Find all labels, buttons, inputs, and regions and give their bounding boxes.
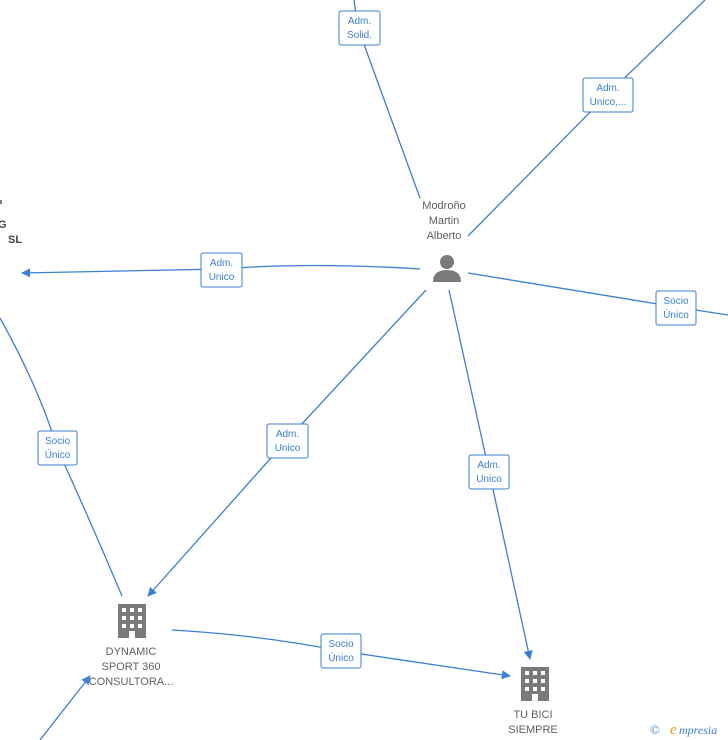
node-label: Martin bbox=[429, 215, 460, 227]
building-icon bbox=[521, 667, 549, 701]
node-label: Modroño bbox=[422, 200, 465, 212]
edge-label-adm-unico-tubici[interactable]: Adm. Unico bbox=[468, 454, 510, 490]
edge-label-adm-unico-center[interactable]: Adm. Unico bbox=[266, 423, 309, 459]
svg-text:Adm.: Adm. bbox=[477, 460, 500, 471]
edge-label-socio-unico-right[interactable]: Socio Único bbox=[655, 290, 697, 326]
svg-text:Unico: Unico bbox=[476, 474, 502, 485]
building-icon bbox=[118, 604, 146, 638]
edge-label-socio-unico-bottom[interactable]: Socio Único bbox=[320, 633, 362, 669]
node-dynamic-sport[interactable]: DYNAMIC SPORT 360 CONSULTORA... bbox=[89, 604, 174, 688]
edge-label-adm-unico-top[interactable]: Adm. Unico,... bbox=[582, 77, 634, 113]
node-person-modrono[interactable]: Modroño Martin Alberto bbox=[422, 200, 466, 282]
node-label: Alberto bbox=[427, 230, 462, 242]
node-label: SIEMPRE bbox=[508, 724, 558, 736]
edge-adm-unico-top bbox=[467, 0, 706, 237]
node-label: SL bbox=[8, 234, 22, 246]
svg-text:Único: Único bbox=[663, 308, 689, 321]
svg-text:Socio: Socio bbox=[663, 296, 688, 307]
svg-text:Solid.: Solid. bbox=[347, 30, 372, 41]
node-label: DYNAMIC bbox=[106, 646, 157, 658]
svg-text:Adm.: Adm. bbox=[348, 16, 371, 27]
person-icon bbox=[433, 255, 461, 282]
svg-text:Único: Único bbox=[45, 448, 71, 461]
empresia-watermark: © e mpresia bbox=[650, 722, 717, 738]
edge-label-adm-unico-left[interactable]: Adm. Unico bbox=[200, 252, 243, 288]
edge-label-socio-unico-left[interactable]: Socio Único bbox=[37, 430, 78, 466]
node-label: TU BICI bbox=[513, 709, 552, 721]
node-label: CONSULTORA... bbox=[89, 676, 174, 688]
brand-name: mpresia bbox=[679, 723, 717, 737]
svg-text:Adm.: Adm. bbox=[210, 258, 233, 269]
svg-text:Socio: Socio bbox=[45, 436, 70, 447]
svg-text:Unico,...: Unico,... bbox=[590, 97, 627, 108]
node-company-left[interactable]: G SL bbox=[0, 200, 22, 246]
svg-text:Único: Único bbox=[328, 651, 354, 664]
copyright-symbol: © bbox=[650, 722, 660, 737]
svg-text:Adm.: Adm. bbox=[276, 429, 299, 440]
brand-initial: e bbox=[670, 722, 677, 738]
svg-text:Unico: Unico bbox=[209, 272, 235, 283]
node-label: SPORT 360 bbox=[102, 661, 161, 673]
svg-text:Adm.: Adm. bbox=[596, 83, 619, 94]
node-label: G bbox=[0, 219, 7, 231]
node-tu-bici-siempre[interactable]: TU BICI SIEMPRE bbox=[508, 667, 558, 736]
svg-text:Socio: Socio bbox=[328, 639, 353, 650]
edge-from-bottom-left bbox=[39, 675, 91, 740]
svg-text:Unico: Unico bbox=[275, 443, 301, 454]
edge-label-adm-solid[interactable]: Adm. Solid. bbox=[338, 10, 381, 46]
building-icon bbox=[0, 200, 2, 204]
